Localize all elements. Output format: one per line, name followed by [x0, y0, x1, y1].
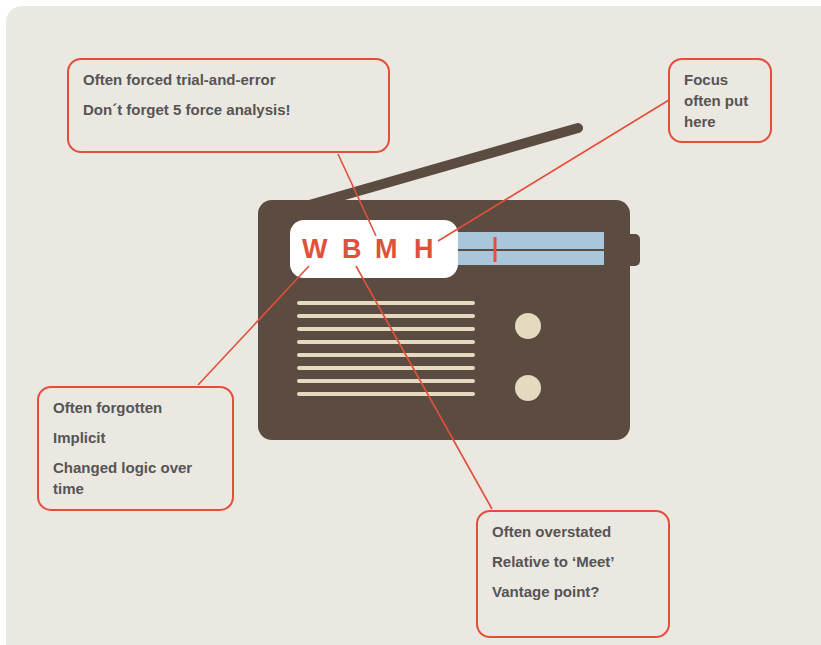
background-panel [6, 6, 821, 645]
dial-letter: W [302, 234, 327, 264]
dial-band [440, 232, 604, 265]
callout-text: Often overstated [492, 521, 654, 542]
callout-text: Changed logic over time [53, 457, 218, 499]
dial-line [440, 249, 604, 251]
leader-line [438, 100, 669, 241]
radio-knob [515, 313, 541, 339]
leader-line [198, 266, 309, 385]
dial-marker [494, 237, 497, 262]
dial-letter: H [414, 234, 434, 264]
letter-panel [290, 220, 458, 278]
callout-text: Implicit [53, 427, 218, 448]
speaker-grille [297, 301, 475, 396]
callout-box: Often overstatedRelative to ‘Meet’ Vantag… [476, 510, 670, 638]
callout-text: Often forgotten [53, 397, 218, 418]
callout-box: Often forced trial-and-errorDon´t forget… [67, 58, 390, 153]
radio-body [258, 200, 630, 440]
callout-text: Don´t forget 5 force analysis! [83, 99, 374, 120]
callout-box: Focus often put here [668, 58, 772, 143]
dial-letter: M [375, 234, 398, 264]
dial-letter: B [342, 234, 362, 264]
leader-line [356, 266, 492, 509]
callout-text: Vantage point? [492, 581, 654, 602]
callout-text: Often forced trial-and-error [83, 69, 374, 90]
callout-text: Focus often put here [684, 69, 756, 132]
callout-box: Often forgottenImplicitChanged logic ove… [37, 386, 234, 511]
leader-line [338, 154, 376, 236]
callout-text: Relative to ‘Meet’ [492, 551, 654, 572]
radio-knob [515, 375, 541, 401]
